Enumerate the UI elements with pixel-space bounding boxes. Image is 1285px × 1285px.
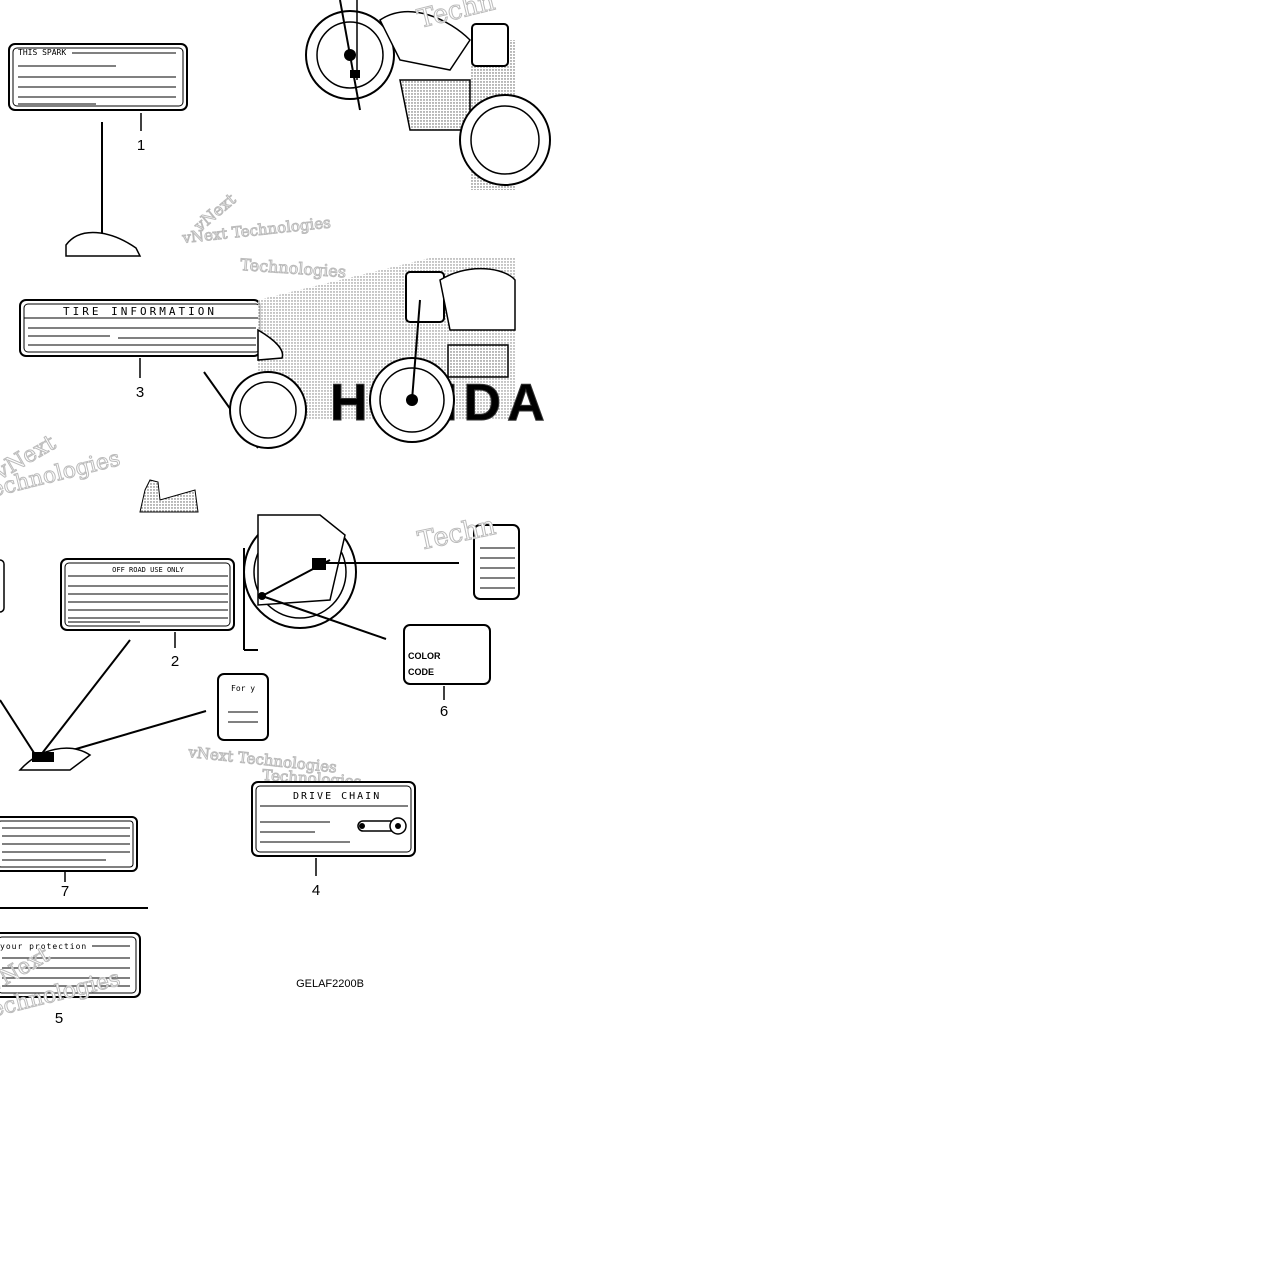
label-4-text: DRIVE CHAIN	[293, 791, 381, 802]
label-4-drive-chain: DRIVE CHAIN	[251, 781, 416, 857]
motorcycle-illustration: Techn	[243, 511, 520, 651]
label-1-text: THIS SPARK	[18, 48, 66, 57]
label-5-protection: your protection	[0, 932, 141, 998]
callout-7: 7	[61, 883, 69, 900]
label-7	[0, 816, 138, 872]
label-5-text: your protection	[0, 942, 87, 951]
label-5-fragment: For y	[231, 684, 255, 693]
motorcycle-illustration: HONDA	[229, 258, 545, 449]
chain-icon	[357, 817, 407, 835]
callout-5: 5	[55, 1010, 63, 1027]
label-6-color-code: COLOR CODE	[403, 624, 491, 685]
motorcycle-illustration: Techn	[305, 0, 551, 190]
label-2-off-road: OFF ROAD USE ONLY	[60, 558, 235, 631]
label-1-spark: THIS SPARK	[8, 43, 188, 111]
label-6-line1: COLOR	[408, 651, 441, 661]
watermark: Technologies	[240, 255, 347, 281]
watermark: Techn	[414, 0, 498, 35]
diagram-code: GELAF2200B	[296, 978, 364, 990]
label-3-text: TIRE INFORMATION	[63, 305, 217, 318]
label-3-tire-information: TIRE INFORMATION	[19, 299, 261, 357]
label-2-text: OFF ROAD USE ONLY	[112, 566, 184, 574]
callout-1: 1	[137, 137, 145, 154]
callout-3: 3	[136, 384, 144, 401]
callout-4: 4	[312, 882, 320, 899]
label-6-line2: CODE	[408, 667, 434, 677]
callout-6: 6	[440, 703, 448, 720]
callout-2: 2	[171, 653, 179, 670]
